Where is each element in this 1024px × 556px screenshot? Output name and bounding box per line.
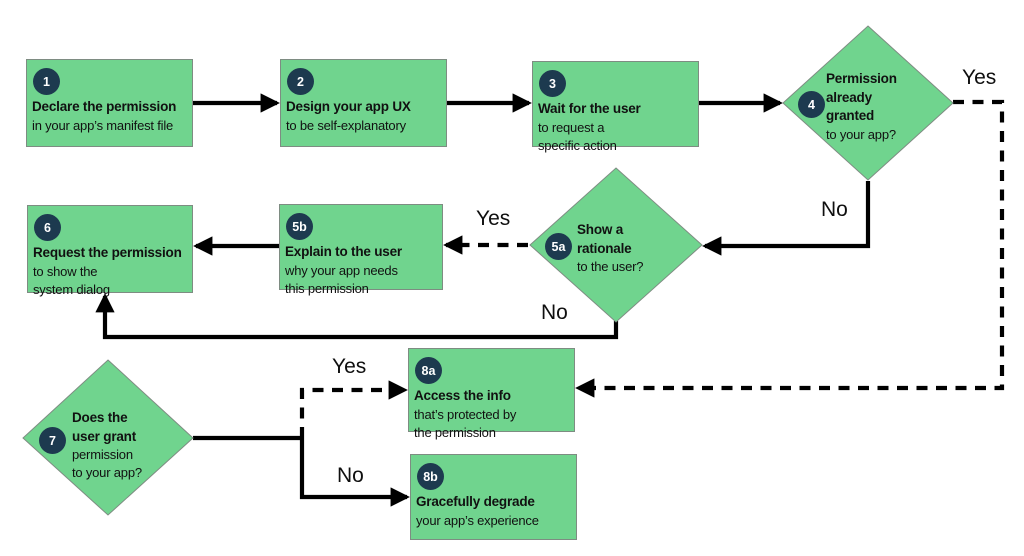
step-8a-box: 8a Access the info that’s protected by t… — [408, 348, 575, 440]
step-5a-body: to the user? — [577, 259, 644, 274]
decision-diamond-step4 — [782, 25, 954, 181]
step-2-box: 2 Design your app UX to be self-explanat… — [280, 59, 447, 147]
step-5a-title: Show a rationale — [577, 222, 632, 256]
edge-label-no-step4: No — [821, 198, 848, 221]
step-2-badge: 2 — [287, 68, 314, 95]
arrow-step4-yes-to-step8a — [575, 99, 1005, 398]
step-1-badge: 1 — [33, 68, 60, 95]
edge-label-yes-step7: Yes — [332, 355, 367, 378]
step-8b-box: 8b Gracefully degrade your app’s experie… — [410, 454, 577, 540]
step-7-title: Does the user grant — [72, 410, 137, 444]
step-3-badge: 3 — [539, 70, 566, 97]
decision-diamond-step5a — [529, 167, 703, 323]
step-5b-badge: 5b — [286, 213, 313, 240]
step-4-label: 4 Permission already granted to your app… — [798, 70, 948, 144]
step-7-label: 7 Does the user grant permission to your… — [39, 409, 189, 482]
step-3-body: to request a specific action — [538, 119, 617, 153]
step-2-title: Design your app UX — [286, 99, 411, 114]
step-4-title: Permission already granted — [826, 71, 897, 123]
step-8b-body: your app’s experience — [416, 512, 539, 528]
step-5a-badge: 5a — [545, 233, 572, 260]
step-7-badge: 7 — [39, 427, 66, 454]
step-3-title: Wait for the user — [538, 101, 641, 116]
arrow-step7-yes-to-step8a — [299, 380, 408, 438]
step-7-body: permission to your app? — [72, 447, 142, 480]
edge-label-yes-step5a: Yes — [476, 207, 511, 230]
edge-label-yes-step4: Yes — [962, 66, 997, 89]
decision-diamond-step7 — [22, 359, 194, 516]
step-5b-body: why your app needs this permission — [285, 262, 398, 296]
arrow-step4-no-to-step5a — [702, 181, 871, 256]
edge-label-no-step5a: No — [541, 301, 568, 324]
step-5b-box: 5b Explain to the user why your app need… — [279, 204, 443, 296]
step-1-body: in your app’s manifest file — [32, 117, 174, 133]
step-5b-title: Explain to the user — [285, 244, 402, 259]
step-8a-body: that’s protected by the permission — [414, 406, 517, 440]
step-6-body: to show the system dialog — [33, 263, 110, 297]
step-8a-badge: 8a — [415, 357, 442, 384]
step-4-body: to your app? — [826, 126, 896, 142]
step-3-box: 3 Wait for the user to request a specifi… — [532, 61, 699, 153]
arrow-step5a-no-to-step6 — [95, 293, 619, 340]
step-8b-title: Gracefully degrade — [416, 494, 535, 509]
step-6-box: 6 Request the permission to show the sys… — [27, 205, 193, 297]
step-4-badge: 4 — [798, 91, 825, 118]
step-2-body: to be self-explanatory — [286, 117, 406, 133]
step-5a-label: 5a Show a rationale to the user? — [545, 221, 685, 276]
step-6-title: Request the permission — [33, 245, 182, 260]
step-8a-title: Access the info — [414, 388, 511, 403]
arrow-step7-no-to-step8b — [299, 438, 410, 507]
step-1-title: Declare the permission — [32, 99, 177, 114]
step-1-box: 1 Declare the permission in your app’s m… — [26, 59, 193, 147]
step-8b-badge: 8b — [417, 463, 444, 490]
edge-label-no-step7: No — [337, 464, 364, 487]
step-6-badge: 6 — [34, 214, 61, 241]
